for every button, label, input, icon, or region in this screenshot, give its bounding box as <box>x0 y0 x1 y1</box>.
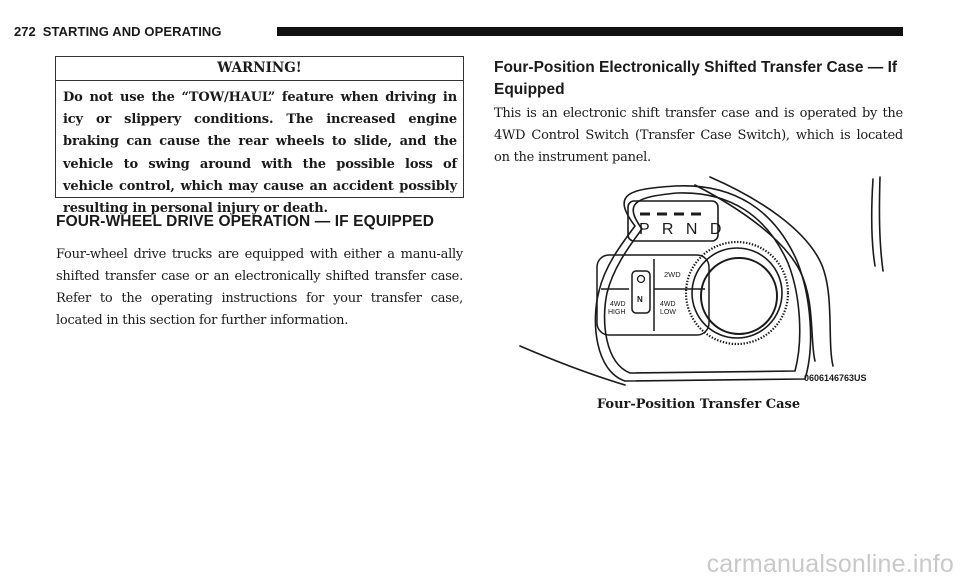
running-header: 272 STARTING AND OPERATING <box>14 21 222 41</box>
section-title: STARTING AND OPERATING <box>42 23 222 39</box>
transfer-case-body: This is an electronic shift transfer cas… <box>494 106 903 166</box>
image-code: 0606146763US <box>804 373 867 383</box>
dash-trim-line <box>878 176 884 272</box>
four-wheel-drive-body: Four-wheel drive trucks are equipped wit… <box>56 247 463 329</box>
page-number: 272 <box>14 23 36 39</box>
gear-panel <box>627 200 719 242</box>
figure-caption: Four-Position Transfer Case <box>596 397 801 412</box>
btn-4wd-low-label: 4WD <box>660 301 676 308</box>
transfer-case-figure: P R N D N 2WD 4WD HIGH 4WD LOW 060614676… <box>519 176 884 386</box>
btn-4wd-high-sublabel: HIGH <box>608 309 626 316</box>
dash-trim-line <box>870 178 876 267</box>
dash-trim-line <box>519 345 626 386</box>
warning-text: Do not use the “TOW/HAUL” feature when d… <box>63 90 457 217</box>
btn-4wd-high-label: 4WD <box>610 301 626 308</box>
header-rule <box>277 27 903 36</box>
rotary-knob-bezel <box>691 247 783 339</box>
button-cluster <box>596 254 710 336</box>
btn-2wd-label: 2WD <box>664 270 681 279</box>
rotary-knob <box>700 257 778 335</box>
transfer-case-heading: Four-Position Electronically Shifted Tra… <box>494 59 898 98</box>
rotary-knob-ring <box>684 240 790 346</box>
neutral-label: N <box>637 295 643 304</box>
watermark[interactable]: carmanualsonline.info <box>706 550 954 578</box>
warning-title: WARNING! <box>56 57 463 81</box>
gear-label: P R N D <box>639 221 725 238</box>
btn-4wd-low-sublabel: LOW <box>660 309 676 316</box>
bezel-outline <box>594 185 812 382</box>
neutral-button <box>631 270 651 314</box>
four-wheel-drive-heading: FOUR-WHEEL DRIVE OPERATION — IF EQUIPPED <box>56 213 435 230</box>
dash-trim-line <box>709 176 834 367</box>
warning-box: WARNING! Do not use the “TOW/HAUL” featu… <box>55 56 464 216</box>
bezel-inner <box>603 192 801 374</box>
